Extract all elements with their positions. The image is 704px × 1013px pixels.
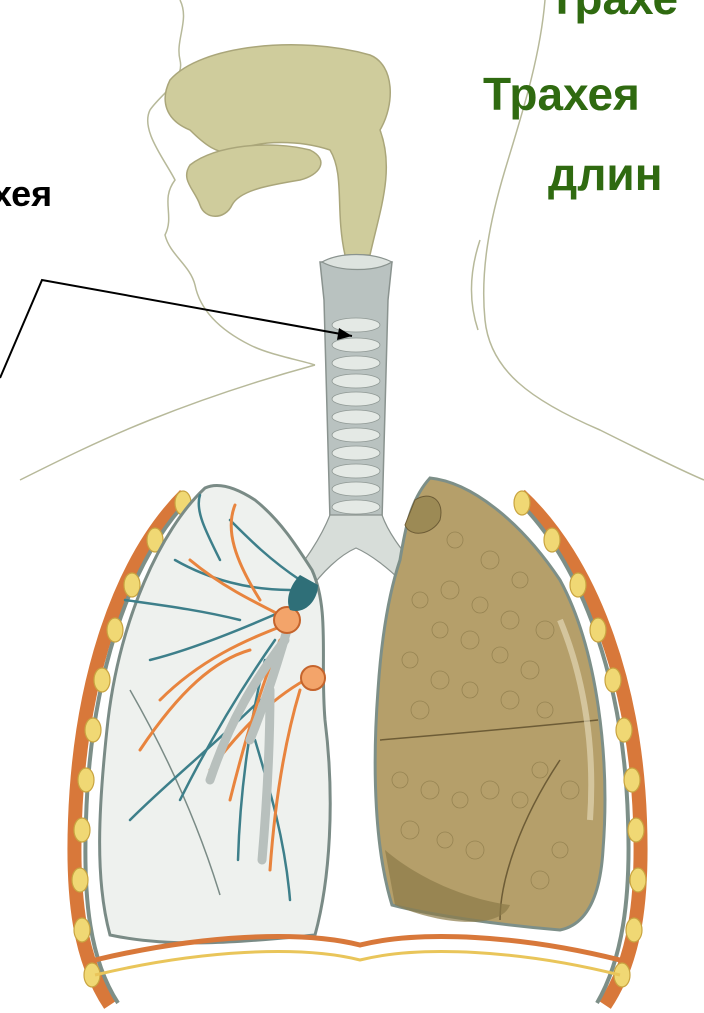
nasal-cavity	[165, 45, 390, 255]
heading-partial-top: Трахе	[548, 0, 678, 26]
trachea	[290, 255, 415, 593]
heading-partial-length: длин	[548, 146, 662, 202]
trachea-label: хея	[0, 172, 52, 216]
trachea-cartilage-rings	[332, 318, 380, 514]
trachea-pointer-line	[0, 280, 352, 378]
heading-trachea: Трахея	[483, 66, 640, 122]
